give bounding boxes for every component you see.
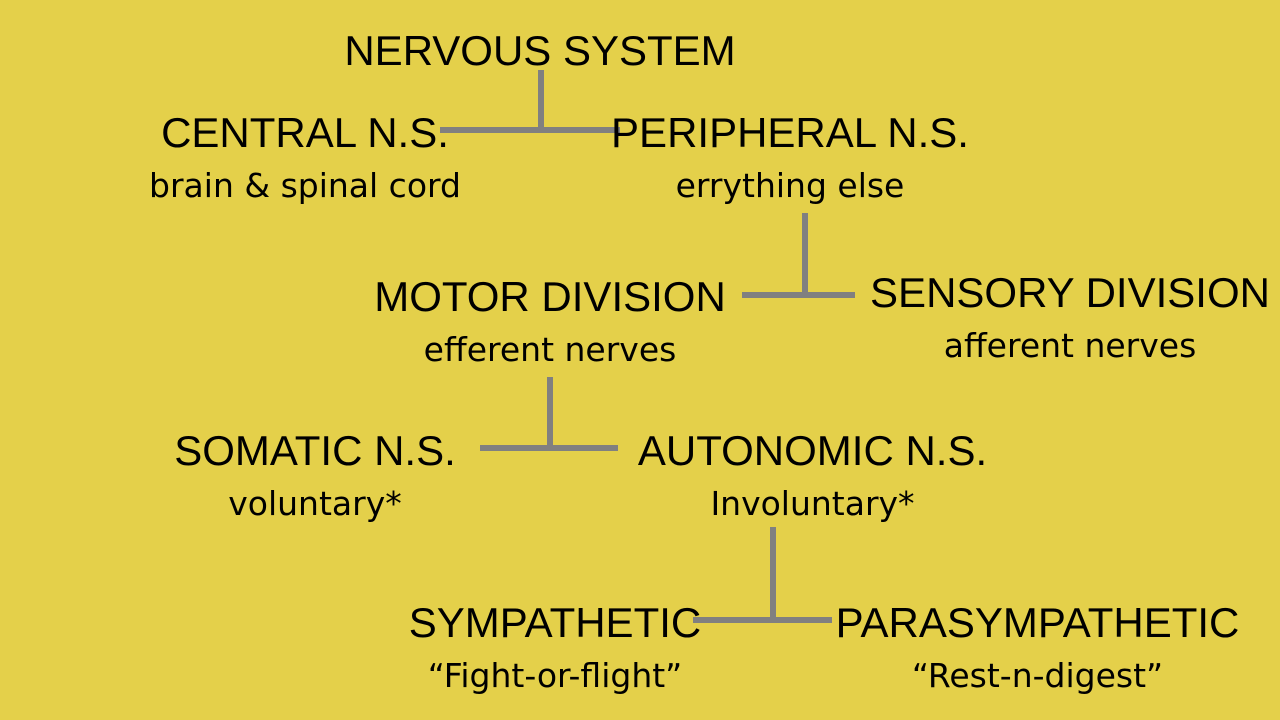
node-title: CENTRAL N.S. [161, 109, 449, 156]
node-nervous-system: NERVOUS SYSTEM [340, 28, 740, 74]
node-subtitle: efferent nerves [423, 330, 677, 369]
node-title: AUTONOMIC N.S. [637, 427, 988, 474]
node-title: SYMPATHETIC [408, 599, 702, 646]
node-title: MOTOR DIVISION [374, 273, 726, 320]
node-motor-division: MOTOR DIVISION efferent nerves [360, 274, 740, 370]
node-parasympathetic: PARASYMPATHETIC “Rest-n-digest” [820, 600, 1255, 696]
node-central-ns: CENTRAL N.S. brain & spinal cord [120, 110, 490, 206]
node-autonomic-ns: AUTONOMIC N.S. Involuntary* [620, 428, 1005, 524]
node-title: SENSORY DIVISION [870, 269, 1270, 316]
node-subtitle: voluntary* [228, 484, 402, 523]
node-sensory-division: SENSORY DIVISION afferent nerves [860, 270, 1280, 366]
node-title: SOMATIC N.S. [174, 427, 456, 474]
node-title: PARASYMPATHETIC [835, 599, 1240, 646]
node-subtitle: brain & spinal cord [149, 166, 461, 205]
node-peripheral-ns: PERIPHERAL N.S. errything else [600, 110, 980, 206]
node-subtitle: “Fight-or-flight” [427, 656, 683, 695]
node-subtitle: “Rest-n-digest” [911, 656, 1164, 695]
node-subtitle: errything else [675, 166, 905, 205]
node-title: PERIPHERAL N.S. [611, 109, 969, 156]
node-title: NERVOUS SYSTEM [344, 27, 736, 74]
node-subtitle: Involuntary* [710, 484, 915, 523]
node-subtitle: afferent nerves [943, 326, 1197, 365]
node-sympathetic: SYMPATHETIC “Fight-or-flight” [385, 600, 725, 696]
node-somatic-ns: SOMATIC N.S. voluntary* [150, 428, 480, 524]
